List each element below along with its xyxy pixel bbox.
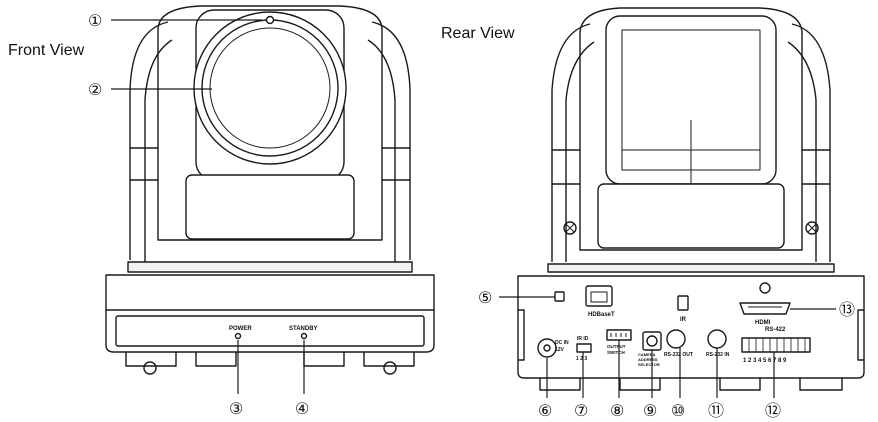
ir-label: IR <box>680 317 687 323</box>
callout-9: ⑨ <box>643 401 657 420</box>
rs232-out-label: RS-232 OUT <box>664 352 693 358</box>
rear-cover-recess <box>621 29 761 171</box>
front-view-title: Front View <box>8 42 85 59</box>
hdmi-label: HDMI <box>755 320 771 326</box>
hdbaset-label: HDBaseT <box>588 312 615 318</box>
standby-led <box>300 332 308 340</box>
callout-12: ⑫ <box>765 401 781 420</box>
callout-3: ③ <box>229 399 243 418</box>
rear-base <box>517 275 865 379</box>
rear-head-lower <box>597 183 785 249</box>
callout-13: ⑬ <box>839 300 855 319</box>
front-lens-glass <box>209 27 331 149</box>
callout-4: ④ <box>295 399 309 418</box>
callout-7: ⑦ <box>574 401 588 420</box>
rear-arm-screw-right <box>805 221 819 235</box>
rear-pedestal-lip <box>547 263 835 273</box>
front-foot-screw-2 <box>383 361 397 375</box>
camera-address-label: CAMERA <box>638 352 656 357</box>
front-foot-screw-1 <box>143 361 157 375</box>
rear-left-arm <box>551 23 591 262</box>
dc-in-volt-label: 12V <box>555 347 565 353</box>
rear-right-arm-inner <box>787 41 817 262</box>
front-left-arm-inner <box>144 39 173 262</box>
dc-in-label: DC IN <box>555 340 569 346</box>
ir-id-switch <box>576 343 592 353</box>
rear-arm-bands <box>552 149 830 185</box>
standby-label: STANDBY <box>289 326 318 332</box>
rear-view-title: Rear View <box>441 25 515 42</box>
rs422-pins-label: 1 2 3 4 5 6 7 8 9 <box>743 358 787 364</box>
power-label: POWER <box>229 326 252 332</box>
callout-10: ⑩ <box>671 401 685 420</box>
hdbaset-port <box>585 285 613 307</box>
hdmi-screw <box>759 282 771 294</box>
front-lens-base <box>185 174 355 240</box>
rs232-in-label: RS-232 IN <box>706 352 730 358</box>
rs232-out-port <box>666 329 686 349</box>
ir-sensor <box>677 295 689 311</box>
power-led <box>234 332 242 340</box>
rear-left-arm-inner <box>565 41 595 262</box>
front-tally-lamp <box>265 15 275 25</box>
callout-leaders <box>111 19 836 398</box>
rear-arm-screw-left <box>563 221 577 235</box>
callout-6: ⑥ <box>538 401 552 420</box>
callout-8: ⑧ <box>610 401 624 420</box>
front-feet <box>125 352 415 367</box>
callout-5: ⑤ <box>478 288 492 307</box>
front-left-arm <box>129 21 169 260</box>
rear-camera <box>517 7 865 391</box>
front-lens-outer-ring <box>193 11 347 165</box>
front-pedestal-lip <box>127 261 413 273</box>
rs422-terminal <box>741 337 811 353</box>
rear-right-arm <box>791 23 831 262</box>
callout-1: ① <box>88 11 102 30</box>
front-right-arm <box>371 21 411 260</box>
front-base-panel <box>115 315 425 347</box>
camera-address-label-2: ADDRESS <box>638 357 658 362</box>
hdmi-port <box>739 302 791 315</box>
rear-feet <box>539 378 843 391</box>
output-switch-label-2: SWITCH <box>607 350 625 355</box>
rs422-label: RS-422 <box>765 327 786 333</box>
camera-address-label-3: SELECTOR <box>638 362 660 367</box>
dc-in-port <box>537 338 557 358</box>
front-arm-bands <box>130 147 410 181</box>
ir-id-label: IR ID <box>577 336 589 342</box>
callout-11: ⑪ <box>708 401 724 420</box>
callout-2: ② <box>88 80 102 99</box>
front-camera <box>105 5 435 375</box>
front-right-arm-inner <box>367 39 396 262</box>
output-switch-label: OUTPUT <box>607 344 626 349</box>
rear-base-side-tabs <box>518 309 864 361</box>
rear-cover-seams <box>622 120 760 184</box>
ir-id-nums: 1 2 3 <box>576 356 587 362</box>
front-base <box>105 274 435 353</box>
